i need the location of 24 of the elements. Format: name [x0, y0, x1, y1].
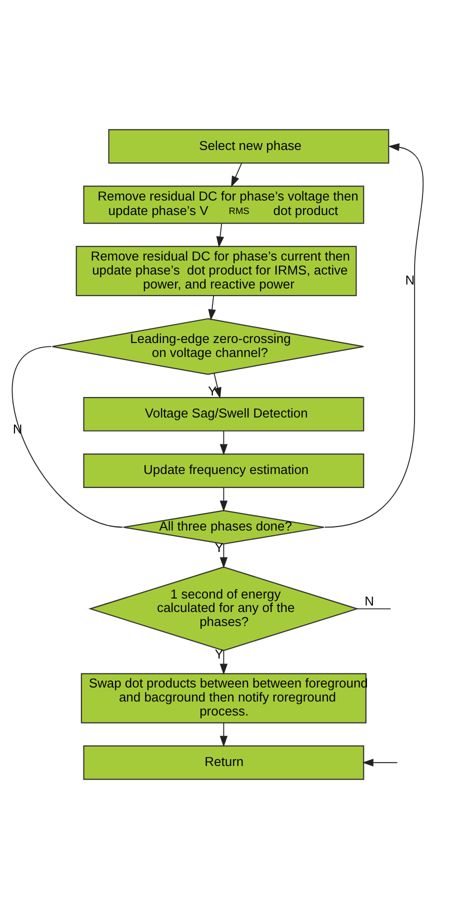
edge-label: N — [364, 592, 374, 608]
node-diamond: All three phases done? — [122, 510, 325, 544]
edge-label: N — [405, 272, 415, 288]
node-box: Select new phase — [108, 128, 390, 164]
arrow — [220, 543, 228, 568]
node-box: Voltage Sag/Swell Detection — [83, 396, 364, 431]
arrow — [214, 372, 222, 398]
arrow — [220, 650, 228, 674]
node-box: Return — [83, 744, 364, 780]
arrow — [362, 758, 398, 766]
node-box: Update frequency estimation — [83, 452, 364, 488]
arrow — [324, 142, 424, 528]
connector — [356, 608, 392, 609]
arrow — [220, 722, 228, 746]
arrow — [220, 430, 228, 455]
arrow — [220, 486, 228, 512]
connector — [12, 346, 124, 528]
node-box: Remove residual DC for phase’s current then update phase’s dot product for IRMS, active power, and reactive power — [76, 245, 357, 296]
edge-label: Y — [208, 383, 217, 398]
arrow — [208, 294, 216, 320]
node-diamond: 1 second of energy calculated for any of the phases? — [88, 566, 359, 651]
arrow — [231, 162, 242, 187]
arrow — [216, 222, 224, 248]
node-diamond: Leading-edge zero-crossing on voltage channel? — [52, 318, 364, 374]
